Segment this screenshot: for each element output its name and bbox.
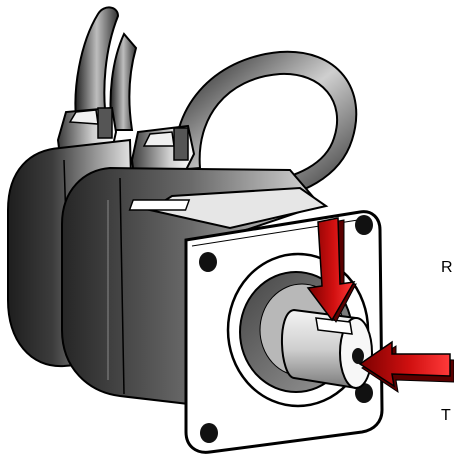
radial-load-label: R bbox=[441, 260, 453, 276]
mounting-hole-top-right bbox=[355, 215, 373, 235]
mounting-hole-bottom-left bbox=[200, 423, 218, 443]
mounting-hole-top-left bbox=[199, 252, 217, 272]
thrust-load-label: T bbox=[441, 408, 451, 424]
motor-shaft bbox=[282, 310, 372, 388]
